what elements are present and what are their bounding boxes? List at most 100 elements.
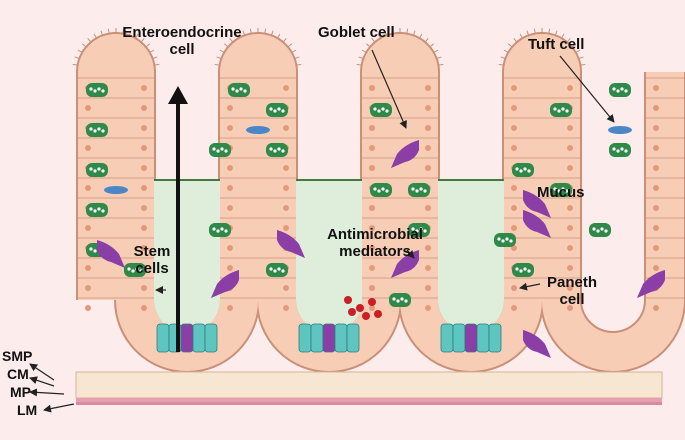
nucleus — [85, 105, 91, 111]
mucin-granule — [392, 297, 396, 301]
goblet-body — [389, 293, 411, 307]
antimicrobial-granule — [374, 310, 382, 318]
goblet-cell — [86, 83, 108, 97]
nucleus — [425, 245, 431, 251]
stem-cell — [156, 323, 170, 353]
microvilli — [548, 28, 551, 35]
goblet-cell — [589, 223, 611, 237]
goblet-cell — [512, 163, 534, 177]
antimicrobial-granule — [356, 304, 364, 312]
mucin-granule — [97, 207, 101, 211]
antimicrobial-granule — [344, 296, 352, 304]
mucin-granule — [411, 187, 415, 191]
enteroendocrine-cell — [637, 270, 665, 298]
nucleus — [283, 125, 289, 131]
mucin-granule — [592, 227, 596, 231]
mucin-granule — [216, 149, 220, 153]
mucin-granule — [419, 187, 423, 191]
goblet-body — [550, 103, 572, 117]
differentiation-arrow-head — [168, 86, 188, 104]
nucleus — [425, 145, 431, 151]
goblet-cell — [370, 103, 392, 117]
mucin-granule — [212, 147, 216, 151]
nucleus — [653, 245, 659, 251]
microvilli — [377, 33, 382, 40]
goblet-body — [228, 83, 250, 97]
crypt-lumen — [438, 180, 504, 333]
stem-cell — [452, 323, 466, 353]
goblet-body — [609, 83, 631, 97]
mucus-label: Mucus — [537, 184, 585, 201]
nucleus — [141, 225, 147, 231]
mucin-granule — [624, 149, 628, 153]
nucleus — [567, 245, 573, 251]
nucleus — [425, 105, 431, 111]
mucin-granule — [519, 169, 523, 173]
mucin-granule — [89, 127, 93, 131]
goblet-cell — [209, 223, 231, 237]
mucin-granule — [273, 109, 277, 113]
goblet-body — [86, 83, 108, 97]
mucin-granule — [220, 227, 224, 231]
nucleus — [511, 105, 517, 111]
tuft-cell — [246, 126, 270, 134]
mucin-granule — [385, 189, 389, 193]
nucleus — [425, 125, 431, 131]
goblet-body — [86, 203, 108, 217]
microvilli — [371, 37, 376, 44]
nucleus — [227, 305, 233, 311]
circular-muscle-layer — [76, 398, 662, 402]
microvilli — [77, 49, 84, 54]
nucleus — [369, 225, 375, 231]
nucleus — [141, 125, 147, 131]
goblet-body — [86, 163, 108, 177]
nucleus — [85, 265, 91, 271]
microvilli — [577, 56, 584, 60]
mucin-granule — [415, 189, 419, 193]
mucin-granule — [385, 109, 389, 113]
mucin-granule — [93, 169, 97, 173]
microvilli — [93, 33, 98, 40]
goblet-cell — [228, 83, 250, 97]
nucleus — [85, 145, 91, 151]
nucleus — [511, 305, 517, 311]
mucin-granule — [616, 89, 620, 93]
mucin-granule — [93, 89, 97, 93]
cm-arrow — [29, 376, 55, 387]
mucin-granule — [89, 167, 93, 171]
microvilli — [391, 28, 394, 35]
nucleus — [141, 105, 147, 111]
mucin-granule — [381, 107, 385, 111]
stem-cell — [298, 323, 312, 353]
nucleus — [369, 145, 375, 151]
microvilli — [406, 28, 409, 35]
mp-arrow — [29, 388, 65, 397]
microvilli — [140, 37, 145, 44]
tissue-layers — [75, 371, 663, 405]
enteroendocrine-cell — [523, 190, 551, 218]
mucin-granule — [523, 167, 527, 171]
nucleus — [283, 205, 289, 211]
nucleus — [511, 245, 517, 251]
microvilli — [72, 63, 79, 66]
stem-cell — [204, 323, 218, 353]
mucin-granule — [373, 187, 377, 191]
mucin-granule — [553, 107, 557, 111]
microvilli — [276, 33, 281, 40]
paneth-cell-arrow — [519, 282, 541, 291]
mucin-granule — [419, 227, 423, 231]
nucleus — [511, 205, 517, 211]
microvilli — [365, 43, 372, 48]
goblet-body — [494, 233, 516, 247]
mucin-granule — [565, 189, 569, 193]
enteroendocrine-cell — [277, 230, 305, 258]
mucin-granule — [97, 167, 101, 171]
mucin-granule — [224, 149, 228, 153]
nucleus — [369, 205, 375, 211]
goblet-cell-label: Goblet cell — [318, 24, 395, 41]
microvilli — [507, 43, 514, 48]
mucin-granule — [600, 227, 604, 231]
nucleus — [511, 285, 517, 291]
smp-arrow — [29, 363, 55, 381]
